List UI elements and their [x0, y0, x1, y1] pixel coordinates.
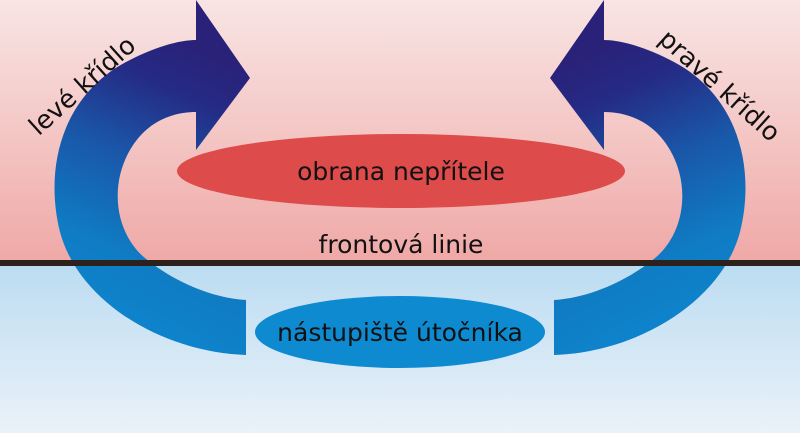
enemy-defense-label: obrana nepřítele: [297, 157, 505, 186]
attacker-staging-ellipse: [255, 296, 545, 368]
attacker-staging-label: nástupiště útočníka: [277, 318, 523, 347]
enemy-defense-ellipse: [177, 134, 625, 208]
front-line-label: frontová linie: [319, 230, 484, 259]
left-wing-arrow: [54, 0, 251, 355]
front-line: [0, 260, 800, 266]
right-wing-arrow: [550, 0, 746, 355]
